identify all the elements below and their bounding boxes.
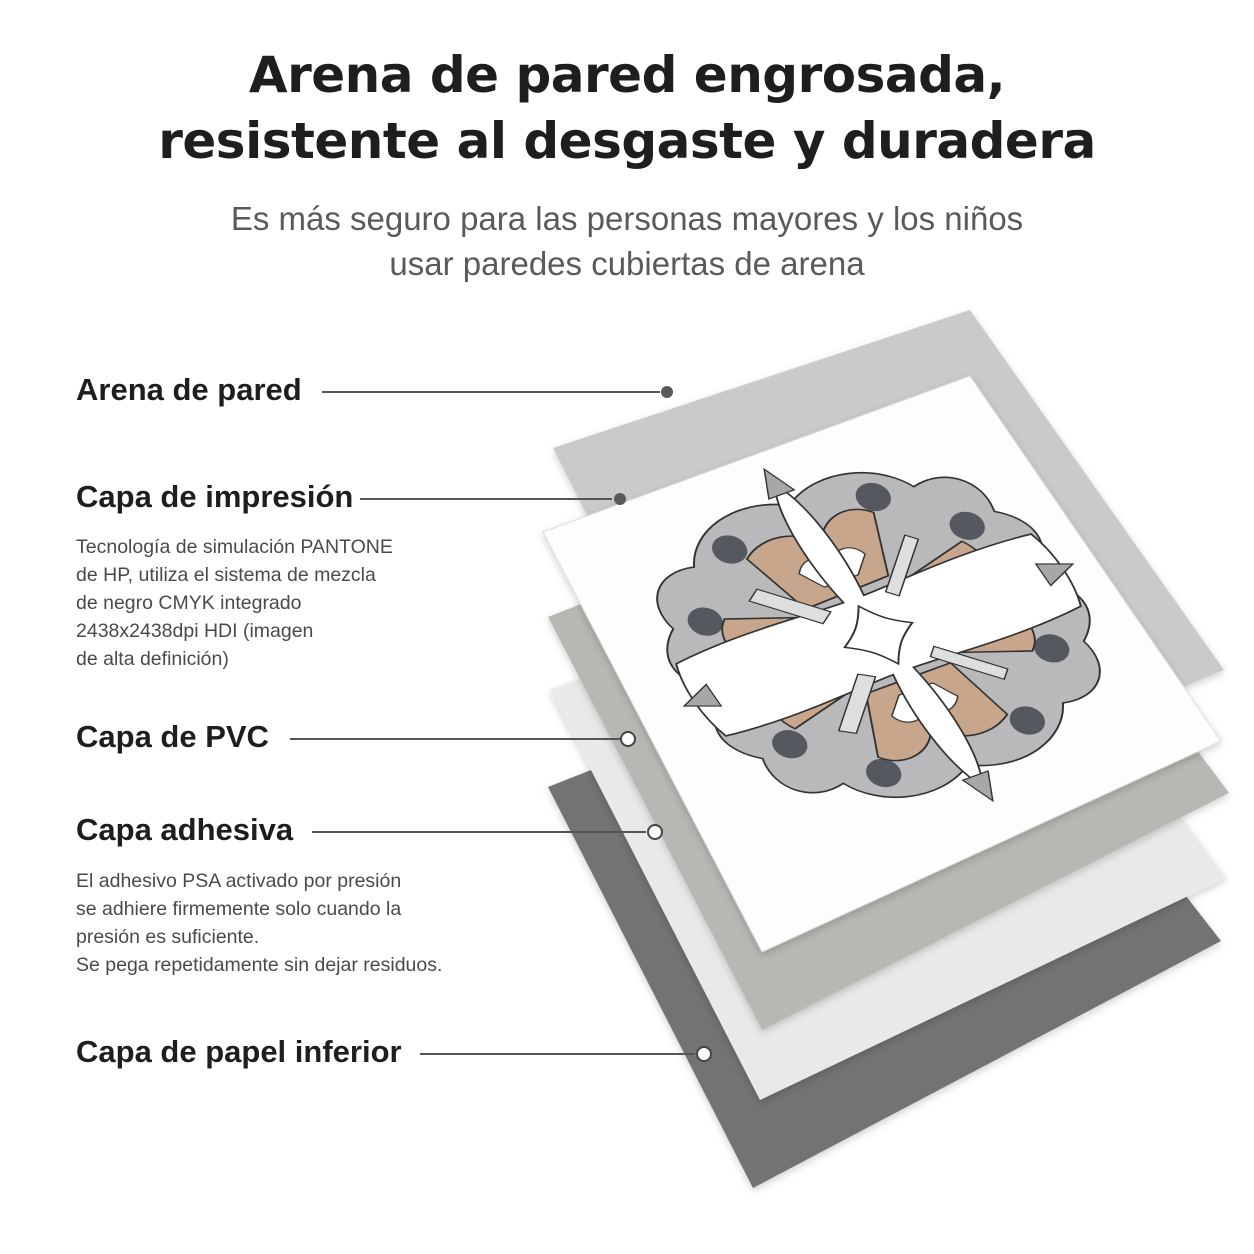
subtitle-line-1: Es más seguro para las personas mayores … (230, 200, 1024, 237)
desc-line: de negro CMYK integrado (76, 592, 302, 614)
layer-label-paper: Capa de papel inferior (76, 1034, 402, 1069)
desc-line: se adhiere firmemente solo cuando la (76, 898, 402, 920)
marker-dot-paper (696, 1046, 712, 1062)
marker-dot-sand (661, 386, 673, 398)
marker-dot-adhesive (647, 824, 663, 840)
marker-dot-print (614, 493, 626, 505)
layer-desc-adhesive: El adhesivo PSA activado por presión se … (76, 867, 442, 979)
layer-desc-print: Tecnología de simulación PANTONE de HP, … (76, 533, 393, 673)
desc-line: Tecnología de simulación PANTONE (76, 536, 393, 558)
desc-line: 2438x2438dpi HDI (imagen (76, 620, 314, 642)
layer-label-adhesive: Capa adhesiva (76, 812, 294, 847)
title-line-2: resistente al desgaste y duradera (158, 112, 1096, 170)
title-line-1: Arena de pared engrosada, (248, 46, 1006, 104)
print-layer-sheet (542, 375, 1222, 953)
desc-line: El adhesivo PSA activado por presión (76, 870, 402, 892)
page-subtitle: Es más seguro para las personas mayores … (0, 196, 1254, 286)
layer-label-pvc: Capa de PVC (76, 719, 269, 754)
desc-line: Se pega repetidamente sin dejar residuos… (76, 954, 443, 976)
desc-line: de alta definición) (76, 648, 229, 670)
layer-label-print: Capa de impresión (76, 479, 354, 514)
desc-line: de HP, utiliza el sistema de mezcla (76, 564, 376, 586)
layer-label-sand: Arena de pared (76, 372, 302, 407)
subtitle-line-2: usar paredes cubiertas de arena (389, 245, 865, 282)
desc-line: presión es suficiente. (76, 926, 260, 948)
marker-dot-pvc (620, 731, 636, 747)
page-title: Arena de pared engrosada, resistente al … (0, 42, 1254, 174)
